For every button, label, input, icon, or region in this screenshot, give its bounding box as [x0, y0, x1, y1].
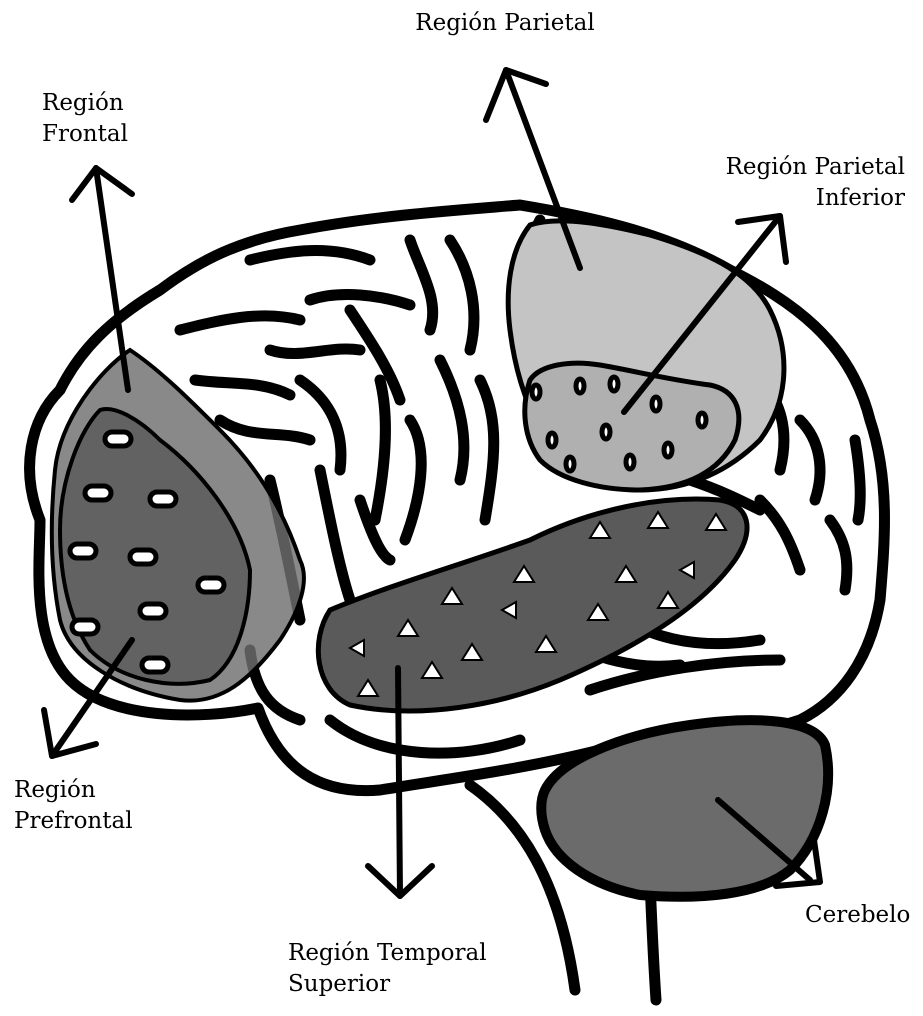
arrow-temporal	[398, 668, 400, 896]
label-parietal-inferior: Región Parietal Inferior	[690, 152, 905, 214]
label-cerebellum: Cerebelo	[805, 900, 910, 931]
label-parietal: Región Parietal	[385, 8, 625, 39]
label-temporal-superior: Región Temporal Superior	[288, 938, 487, 1000]
label-prefrontal: Región Prefrontal	[14, 775, 133, 837]
label-frontal: Región Frontal	[42, 88, 128, 150]
